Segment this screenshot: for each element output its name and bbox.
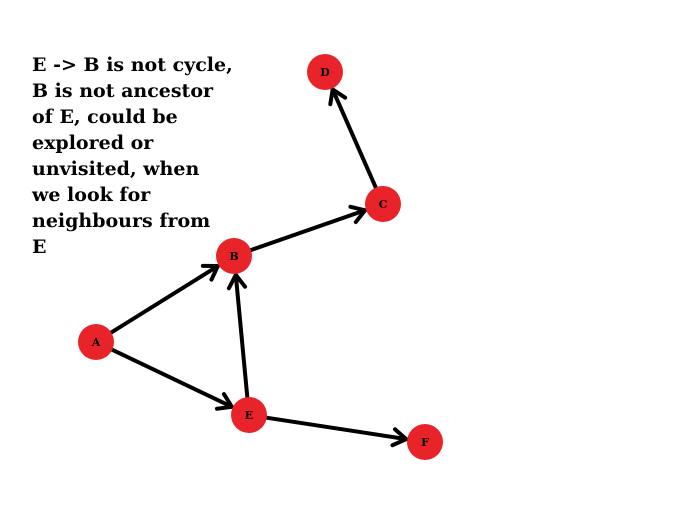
arrowhead-icon — [328, 87, 348, 107]
arrowhead-icon — [214, 392, 234, 411]
edge-line — [107, 264, 220, 336]
node-b: B — [216, 238, 252, 274]
node-label: C — [379, 198, 388, 211]
edge-line — [330, 87, 379, 192]
node-circle — [216, 238, 252, 274]
note-line-8: E — [32, 236, 47, 258]
node-circle — [365, 186, 401, 222]
edge-a-b — [107, 263, 220, 336]
node-circle — [407, 424, 443, 460]
node-e: E — [231, 397, 267, 433]
node-d: D — [307, 54, 343, 90]
note-line-7: neighbours from — [32, 210, 211, 232]
node-circle — [307, 54, 343, 90]
edge-line — [247, 208, 368, 253]
nodes-layer: A B C D E F — [78, 54, 443, 460]
note-line-3: of E, could be — [32, 106, 178, 128]
edge-line — [233, 272, 250, 402]
node-c: C — [365, 186, 401, 222]
arrowhead-icon — [390, 427, 409, 448]
note-line-6: we look for — [32, 184, 151, 206]
node-label: E — [245, 409, 253, 422]
arrowhead-icon — [226, 272, 248, 291]
node-label: B — [229, 250, 238, 263]
node-circle — [78, 324, 114, 360]
note-line-4: explored or — [32, 132, 154, 154]
edges-layer — [107, 87, 409, 448]
arrowhead-icon — [200, 263, 220, 282]
node-circle — [231, 397, 267, 433]
edge-line — [262, 415, 409, 442]
note-line-2: B is not ancestor — [32, 80, 214, 102]
edge-line — [108, 346, 234, 409]
node-label: A — [91, 336, 101, 349]
node-label: D — [320, 66, 330, 79]
explanation-note: E -> B is not cycle, B is not ancestor o… — [32, 52, 233, 260]
node-f: F — [407, 424, 443, 460]
note-line-5: unvisited, when — [32, 158, 200, 180]
edge-e-f — [262, 415, 409, 448]
edge-e-b — [226, 272, 250, 402]
node-a: A — [78, 324, 114, 360]
edge-a-e — [108, 346, 234, 411]
note-line-1: E -> B is not cycle, — [32, 54, 233, 76]
edge-b-c — [247, 204, 368, 253]
edge-c-d — [328, 87, 379, 192]
node-label: F — [421, 436, 429, 449]
arrowhead-icon — [348, 204, 368, 225]
